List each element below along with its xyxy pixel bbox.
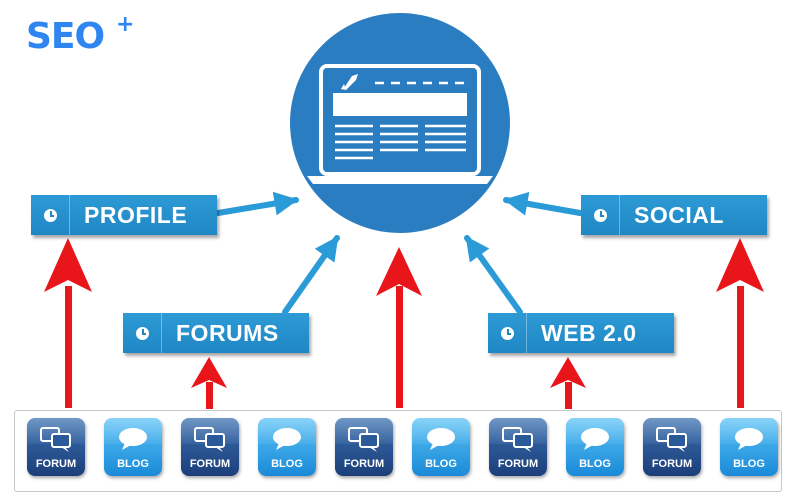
node-social: SOCIAL — [581, 195, 767, 235]
node-forums: FORUMS — [123, 313, 309, 353]
logo-plus: + — [116, 12, 135, 37]
tile-label: FORUM — [35, 458, 77, 470]
tile-label: BLOG — [733, 458, 765, 470]
arrow-forums-to-hub — [282, 235, 340, 315]
chat-bubbles-icon — [194, 427, 225, 452]
forum-tile: FORUM — [643, 418, 701, 476]
tile-label: BLOG — [579, 458, 611, 470]
blog-tile: BLOG — [258, 418, 316, 476]
tile-label: FORUM — [343, 458, 385, 470]
blog-tile: BLOG — [104, 418, 162, 476]
forum-tile: FORUM — [181, 418, 239, 476]
clock-icon — [43, 208, 57, 222]
tile-label: BLOG — [117, 458, 149, 470]
website-laptop-icon — [307, 64, 493, 184]
blog-tile: BLOG — [412, 418, 470, 476]
speech-bubble-icon — [119, 428, 147, 450]
tile-label: FORUM — [651, 458, 693, 470]
tile-label: FORUM — [497, 458, 539, 470]
seo-plus-logo: SEO + — [26, 12, 146, 60]
chat-bubbles-icon — [348, 427, 379, 452]
node-social-label: SOCIAL — [634, 201, 724, 228]
chat-bubbles-icon — [656, 427, 687, 452]
clock-icon — [593, 208, 607, 222]
tile-label: BLOG — [271, 458, 303, 470]
red-arrow-to-social — [716, 238, 764, 408]
logo-text: SEO — [26, 16, 105, 57]
arrow-social-to-hub — [503, 191, 583, 216]
arrow-web20-to-hub — [464, 235, 523, 315]
chat-bubbles-icon — [40, 427, 71, 452]
blog-tile: BLOG — [720, 418, 778, 476]
speech-bubble-icon — [735, 428, 763, 450]
speech-bubble-icon — [581, 428, 609, 450]
tile-label: FORUM — [189, 458, 231, 470]
node-profile: PROFILE — [31, 195, 217, 235]
forum-tile: FORUM — [489, 418, 547, 476]
node-forums-label: FORUMS — [176, 319, 279, 346]
speech-bubble-icon — [273, 428, 301, 450]
red-arrow-to-hub — [376, 247, 422, 408]
red-arrow-to-forums — [191, 357, 227, 409]
red-arrow-to-profile — [44, 238, 92, 408]
blog-tile: BLOG — [566, 418, 624, 476]
rocket-icon — [341, 74, 358, 90]
chat-bubbles-icon — [502, 427, 533, 452]
speech-bubble-icon — [427, 428, 455, 450]
node-profile-label: PROFILE — [84, 201, 188, 228]
clock-icon — [135, 326, 149, 340]
forum-tile: FORUM — [335, 418, 393, 476]
node-web20: WEB 2.0 — [488, 313, 674, 353]
arrow-profile-to-hub — [215, 191, 299, 216]
tile-label: BLOG — [425, 458, 457, 470]
node-web20-label: WEB 2.0 — [541, 319, 637, 346]
red-arrow-to-web20 — [550, 357, 586, 409]
clock-icon — [500, 326, 514, 340]
forum-tile: FORUM — [27, 418, 85, 476]
